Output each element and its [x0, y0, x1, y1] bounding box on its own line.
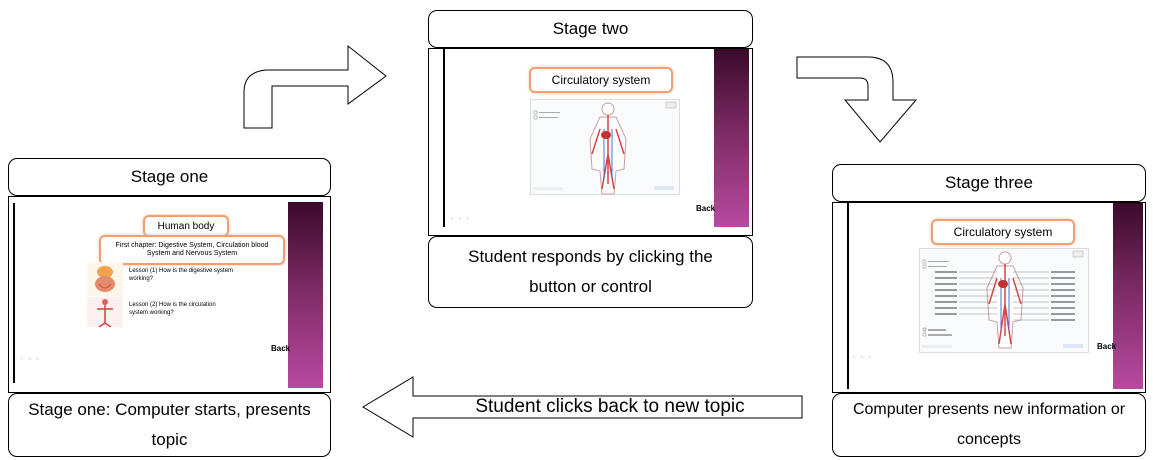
slide-title-circulatory: Circulatory system [931, 219, 1075, 245]
back-button[interactable]: Back [1097, 342, 1117, 351]
arrow-stage-one-to-two [243, 44, 387, 129]
circulatory-diagram [530, 99, 680, 195]
stage-one-screenshot: Human body First chapter: Digestive Syst… [8, 196, 331, 393]
stage-two-title: Stage two [428, 10, 753, 48]
stage-three-caption: Computer presents new information or con… [832, 393, 1146, 457]
circulation-image [87, 297, 123, 327]
arrow-feedback [362, 376, 803, 438]
lesson-1[interactable]: Lesson (1) How is the digestive system w… [129, 268, 234, 282]
digestive-image [87, 262, 123, 296]
slide-sidebar [288, 202, 323, 388]
back-button[interactable]: Back [271, 344, 291, 353]
stage-three-title: Stage three [832, 164, 1146, 202]
stage-one-caption: Stage one: Computer starts, presents top… [8, 393, 331, 457]
stage-one-title: Stage one [8, 158, 331, 196]
slide-title-human-body: Human body [143, 215, 229, 237]
slide-footer-dots: • • • [853, 355, 873, 361]
slide-footer-dots: • • • [21, 357, 41, 363]
stage-two-screenshot: Circulatory system Back • • • [428, 48, 753, 236]
slide-title-circulatory: Circulatory system [529, 67, 673, 93]
slide-footer-dots: • • • [451, 217, 471, 223]
slide-chapter: First chapter: Digestive System, Circula… [99, 235, 285, 265]
circulatory-diagram-labeled [919, 248, 1089, 353]
back-button[interactable]: Back [696, 204, 716, 213]
arrow-stage-two-to-three [796, 56, 918, 143]
slide-sidebar [1113, 203, 1143, 389]
stage-three-screenshot: Circulatory system [832, 202, 1146, 393]
lesson-2[interactable]: Lesson (2) How is the circulation system… [129, 302, 216, 316]
feedback-arrow-label: Student clicks back to new topic [475, 396, 745, 417]
stage-two-caption: Student responds by clicking the button … [428, 236, 753, 308]
slide-sidebar [714, 49, 749, 227]
